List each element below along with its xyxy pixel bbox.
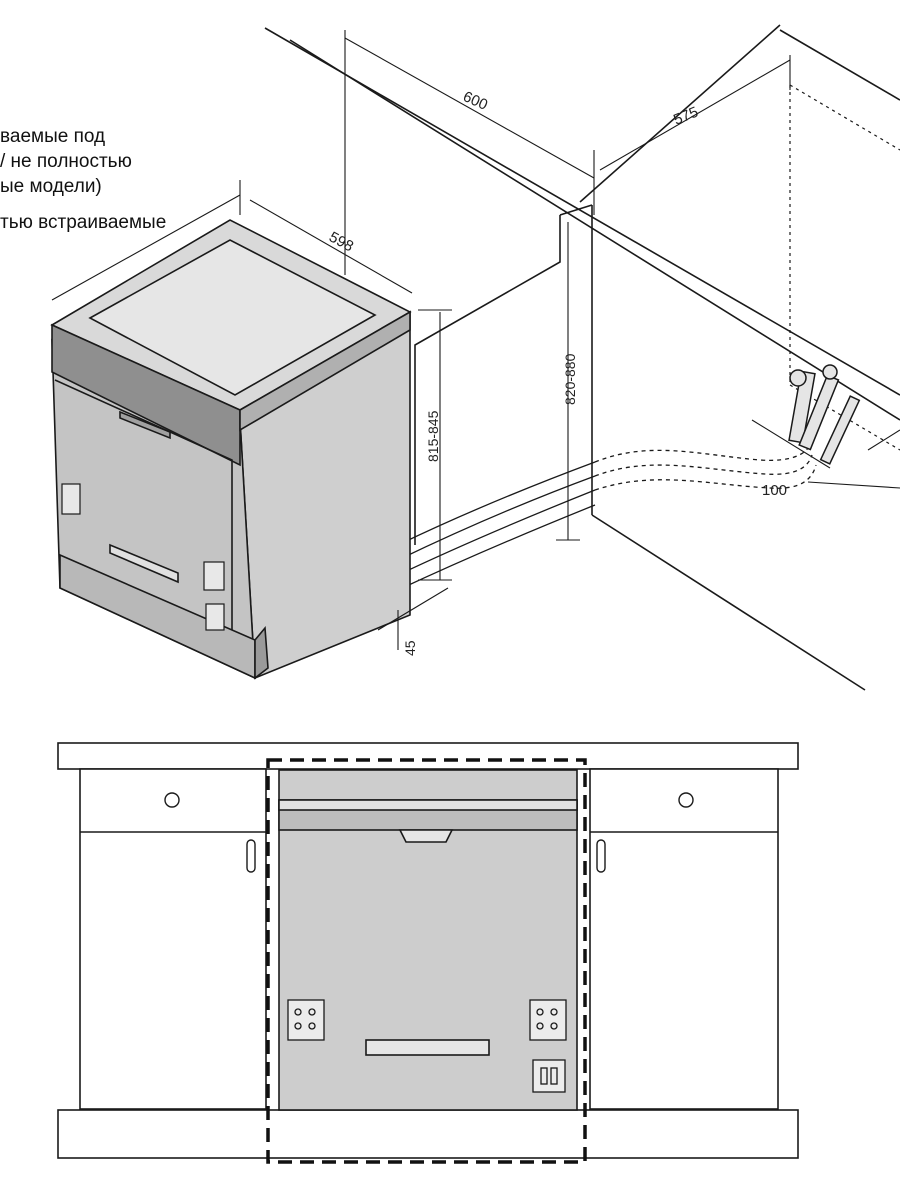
dimension-lines [51,30,900,650]
note-line-3: ые модели) [0,176,102,197]
dim-820-880: 820-880 [562,353,578,405]
dim-598: 598 [326,229,356,256]
dim-600: 600 [460,88,490,114]
drawer-knobs [164,792,694,873]
note-line-2: / не полностью [0,151,132,172]
dim-575: 575 [671,104,701,129]
note-line-1: ваемые под [0,126,106,147]
dishwasher-front [278,769,578,1111]
dishwasher-3d [50,219,412,680]
installation-outline [266,758,587,1164]
control-buttons-icon [287,999,567,1041]
water-valve-icon [788,364,861,465]
drain-hoses [397,444,817,591]
control-buttons-icon [61,483,225,591]
socket-icon [205,603,225,631]
kitchen-front-view [57,742,799,1159]
socket-icon [532,1059,566,1093]
note-line-4: тью встраиваемые [0,212,167,233]
dim-45: 45 [402,640,418,656]
dim-815-845: 815-845 [425,410,441,462]
dim-100: 100 [762,482,787,499]
